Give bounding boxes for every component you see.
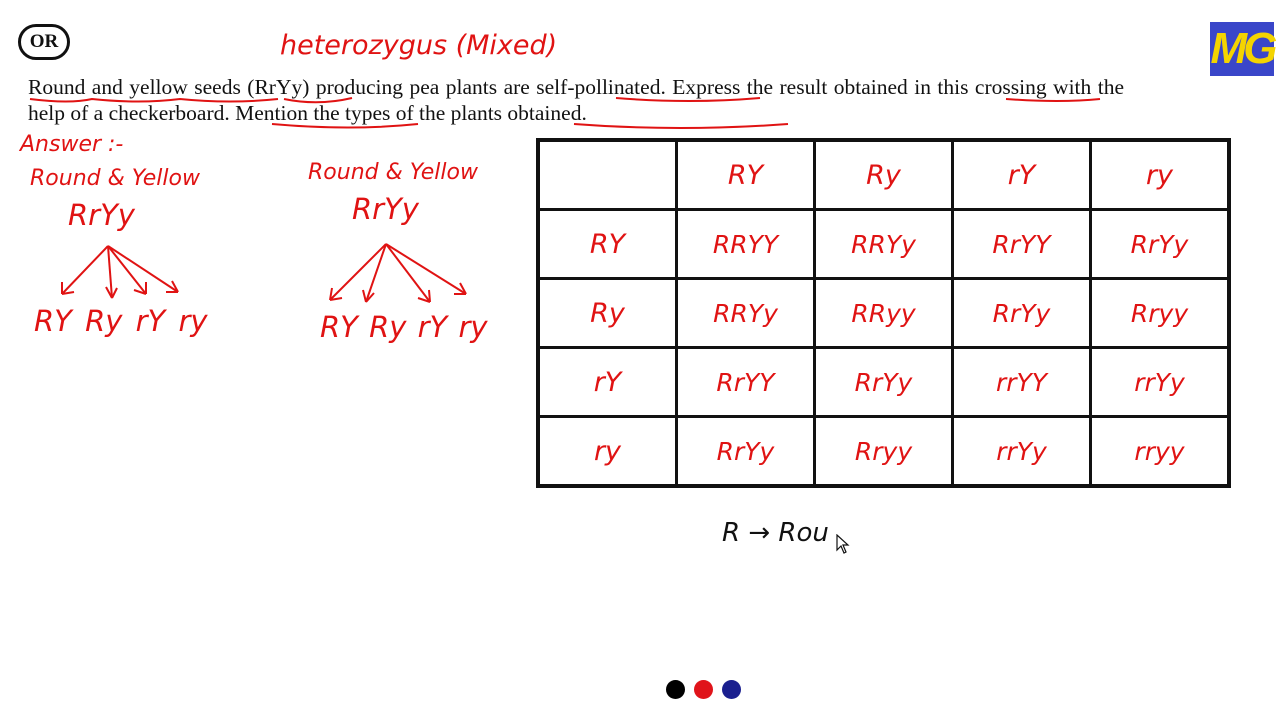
gamete: ry [178,304,208,338]
pen-color-black[interactable] [666,680,685,699]
gamete: RY [34,304,72,338]
gamete: RY [320,310,358,344]
punnett-row: Ry RRYy RRyy RrYy Rryy [536,277,1231,349]
parent1-gamete-arrows [61,245,179,299]
punnett-square: RY Ry rY ry RY RRYY RRYy RrYY RrYy Ry RR… [536,138,1231,488]
parent2-gamete-arrows [329,243,467,303]
genotype-cell: rrYy [951,415,1092,488]
key-note: R → Rou [722,518,829,548]
punnett-row: RY RRYY RRYy RrYY RrYy [536,208,1231,280]
column-header: RY [675,138,816,211]
question-text: Round and yellow seeds (RrYy) producing … [28,75,1124,125]
channel-logo: MG [1210,22,1278,76]
gamete: ry [458,310,488,344]
genotype-cell: RRYy [675,277,816,349]
genotype-cell: RrYy [675,415,816,488]
punnett-row: rY RrYY RrYy rrYY rrYy [536,346,1231,418]
parent1-genotype: RrYy [68,198,135,232]
parent2-genotype: RrYy [352,192,419,226]
genotype-cell: RrYy [1089,208,1231,280]
row-header: Ry [536,277,678,349]
genotype-cell: Rryy [1089,277,1231,349]
corner-cell [536,138,678,211]
gamete: rY [417,310,448,344]
pen-color-blue[interactable] [722,680,741,699]
genotype-cell: Rryy [813,415,954,488]
parent1-label: Round & Yellow [30,166,200,191]
parent2-gametes: RY Ry rY ry [320,310,488,344]
parent2-label: Round & Yellow [308,160,478,185]
logo-text: MG [1210,24,1278,73]
pointer-cursor-icon [836,534,850,554]
genotype-cell: RrYY [951,208,1092,280]
genotype-cell: RrYy [951,277,1092,349]
column-header: ry [1089,138,1231,211]
genotype-cell: rrYY [951,346,1092,418]
pen-color-picker[interactable] [666,680,741,699]
punnett-row: ry RrYy Rryy rrYy rryy [536,415,1231,488]
answer-label: Answer :- [20,132,124,157]
gamete: Ry [85,304,123,338]
genotype-cell: rryy [1089,415,1231,488]
genotype-cell: RRyy [813,277,954,349]
genotype-cell: RRYY [675,208,816,280]
gamete: rY [135,304,166,338]
punnett-header-row: RY Ry rY ry [536,138,1231,211]
genotype-cell: RrYY [675,346,816,418]
row-header: rY [536,346,678,418]
genotype-cell: RrYy [813,346,954,418]
or-badge: OR [18,24,70,60]
row-header: ry [536,415,678,488]
column-header: Ry [813,138,954,211]
column-header: rY [951,138,1092,211]
row-header: RY [536,208,678,280]
genotype-cell: rrYy [1089,346,1231,418]
genotype-cell: RRYy [813,208,954,280]
pen-color-red[interactable] [694,680,713,699]
parent1-gametes: RY Ry rY ry [34,304,208,338]
heterozygous-note: heterozygus (Mixed) [280,30,558,61]
gamete: Ry [369,310,407,344]
